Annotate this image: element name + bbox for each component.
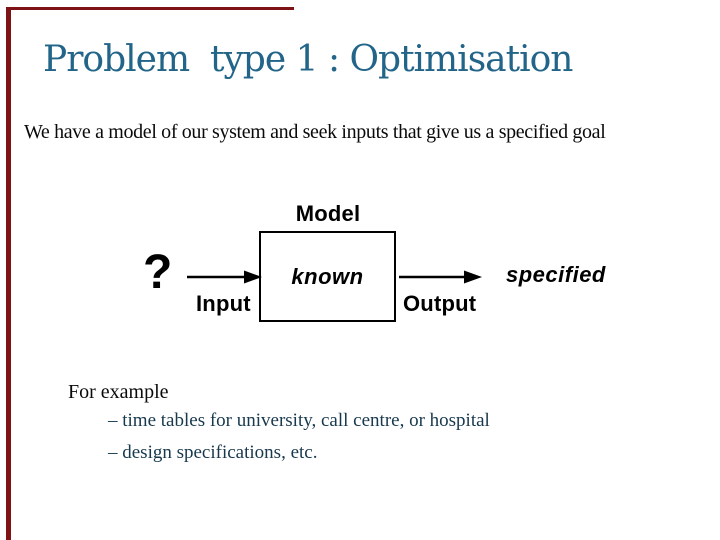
slide-subtitle: We have a model of our system and seek i… <box>24 121 606 143</box>
model-label: Model <box>295 201 361 226</box>
left-accent-bar <box>6 7 11 540</box>
output-label: Output <box>403 291 477 316</box>
model-box-text: known <box>291 263 364 289</box>
example-item: – time tables for university, call centr… <box>108 410 490 431</box>
input-arrow <box>187 270 262 284</box>
question-mark: ? <box>143 246 173 299</box>
top-accent-line <box>6 7 294 10</box>
output-arrow <box>399 270 482 284</box>
input-label: Input <box>196 291 251 316</box>
examples-heading: For example <box>68 381 169 403</box>
model-box: known <box>259 231 396 322</box>
slide-title: Problem type 1 : Optimisation <box>43 39 573 80</box>
example-item: – design specifications, etc. <box>108 442 318 463</box>
specified-label: specified <box>506 262 606 287</box>
